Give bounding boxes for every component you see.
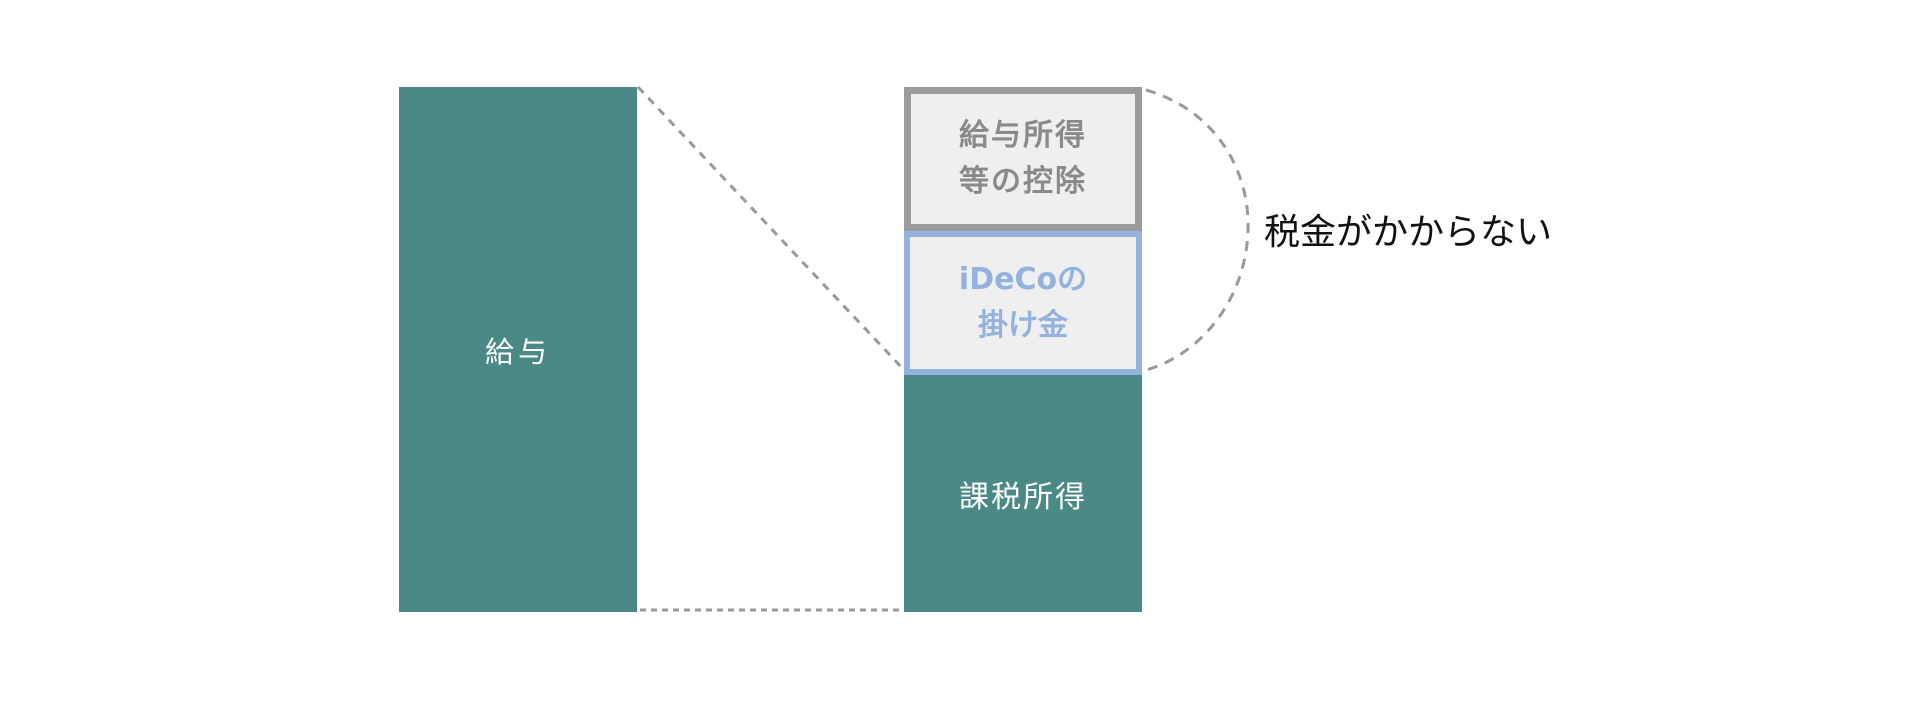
salary-bar-shape bbox=[399, 87, 637, 612]
salary-label: 給与 bbox=[484, 334, 551, 369]
top-dashed-connector bbox=[636, 85, 906, 372]
taxable-income-bar: 課税所得 bbox=[904, 375, 1142, 612]
ideco-box: iDeCoの掛け金 bbox=[904, 231, 1142, 375]
deduction-label-line2: 等の控除 bbox=[959, 164, 1087, 199]
salary-bar: 給与 bbox=[399, 87, 637, 612]
taxable-label: 課税所得 bbox=[959, 479, 1087, 515]
bracket-arc bbox=[1145, 88, 1250, 372]
deduction-box: 給与所得等の控除 bbox=[904, 87, 1142, 231]
ideco-label-line1: iDeCoの bbox=[958, 262, 1088, 297]
taxable-bar-shape bbox=[904, 375, 1142, 612]
ideco-label-line2: 掛け金 bbox=[977, 308, 1068, 343]
no-tax-annotation: 税金がかからない bbox=[1264, 212, 1553, 253]
deduction-label-line1: 給与所得 bbox=[959, 118, 1087, 153]
